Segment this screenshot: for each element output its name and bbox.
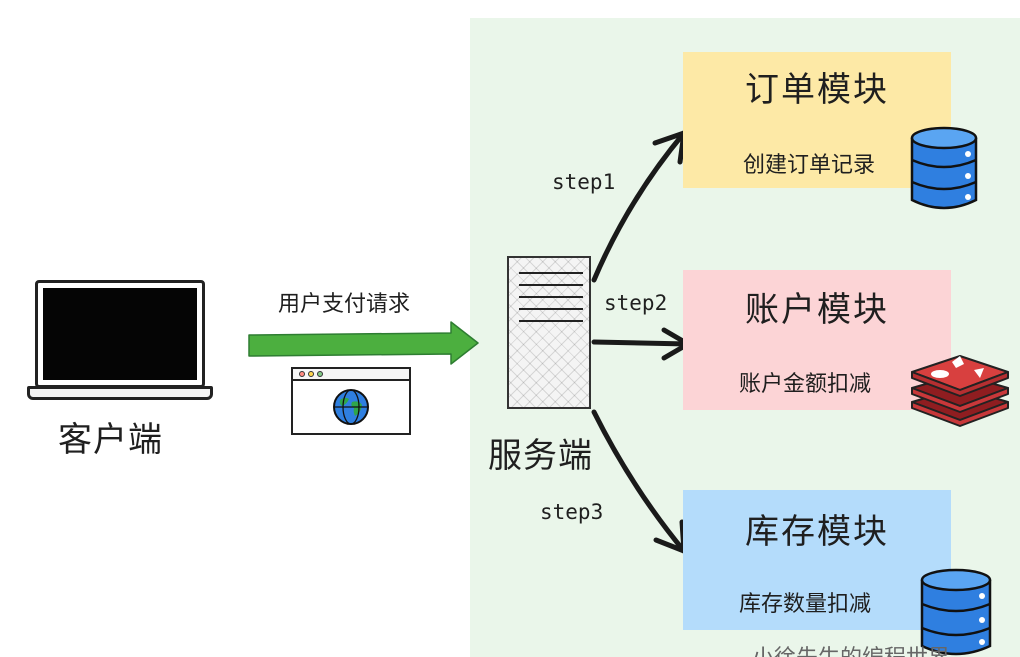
- database-icon: [910, 126, 978, 210]
- order-module-action: 创建订单记录: [743, 153, 876, 178]
- laptop-display: [43, 288, 197, 380]
- step1-label: step1: [552, 170, 616, 194]
- laptop-icon: [27, 280, 215, 402]
- inventory-module-action: 库存数量扣减: [739, 592, 872, 617]
- step2-label: step2: [604, 291, 668, 315]
- inventory-module-title: 库存模块: [745, 512, 889, 552]
- order-module-title: 订单模块: [745, 70, 889, 110]
- account-module-action: 账户金额扣减: [739, 372, 872, 397]
- laptop-base: [27, 386, 213, 400]
- step3-label: step3: [540, 500, 604, 524]
- globe-icon: [333, 389, 369, 425]
- laptop-screen: [35, 280, 205, 388]
- browser-titlebar: [293, 369, 409, 381]
- redis-icon: [911, 355, 1009, 427]
- server-label: 服务端: [488, 436, 593, 476]
- database-icon: [920, 568, 992, 656]
- browser-icon: [291, 367, 411, 435]
- request-label: 用户支付请求: [278, 292, 411, 317]
- request-arrow: [248, 321, 479, 365]
- account-module-title: 账户模块: [745, 290, 889, 330]
- server-icon: [507, 256, 591, 409]
- order-module: 订单模块 创建订单记录: [683, 52, 951, 188]
- step1-arrow: [591, 130, 687, 283]
- inventory-module: 库存模块 库存数量扣减: [683, 490, 951, 630]
- watermark: 小徐先生的编程世界: [752, 640, 950, 657]
- client-label: 客户端: [58, 420, 163, 460]
- step2-arrow: [591, 327, 691, 361]
- account-module: 账户模块 账户金额扣减: [683, 270, 951, 410]
- step3-arrow: [591, 409, 687, 554]
